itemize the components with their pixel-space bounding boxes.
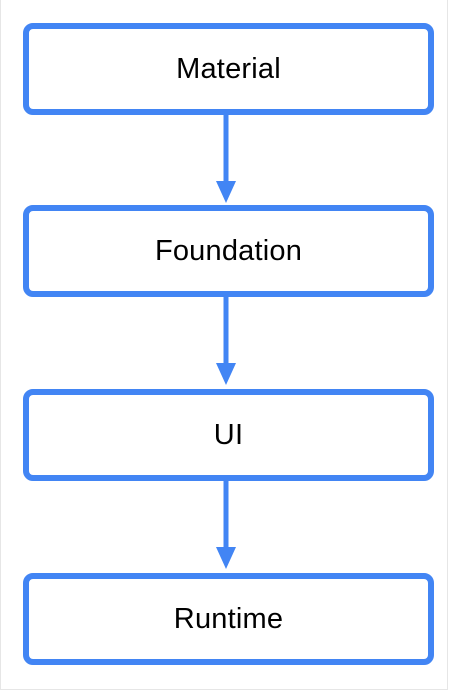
layer-label: Runtime: [173, 602, 284, 635]
layer-box-material: Material: [23, 23, 434, 115]
arrow-down-icon: [216, 115, 236, 203]
layer-label: Material: [176, 52, 281, 85]
arrow-down-icon: [216, 481, 236, 569]
layer-label: UI: [213, 418, 244, 451]
layer-box-runtime: Runtime: [23, 573, 434, 665]
layer-box-ui: UI: [23, 389, 434, 481]
layer-label: Foundation: [154, 234, 303, 267]
layer-box-foundation: Foundation: [23, 205, 434, 297]
arrow-down-icon: [216, 297, 236, 385]
